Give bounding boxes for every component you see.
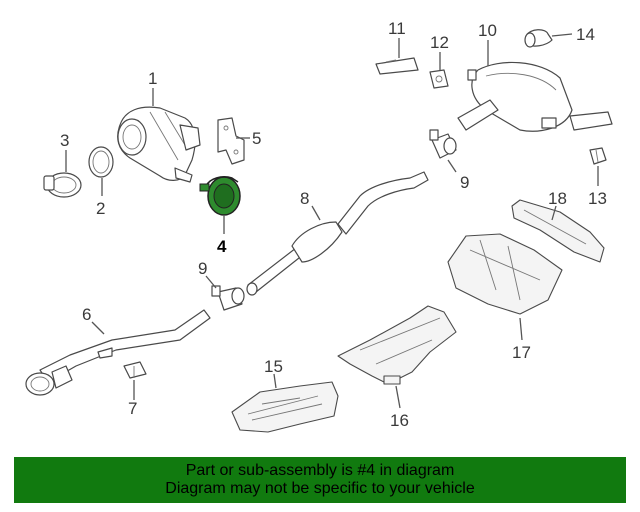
callout-12: 12 xyxy=(430,33,449,52)
callout-16: 16 xyxy=(390,411,409,430)
part-4-highlighted-clamp[interactable] xyxy=(199,176,241,216)
callout-1: 1 xyxy=(148,69,157,88)
callout-numbers: 1 2 3 4 5 6 7 8 9 9 10 11 12 13 14 15 16… xyxy=(60,19,607,430)
part-1-catalytic-converter[interactable] xyxy=(117,106,201,183)
callout-6: 6 xyxy=(82,305,91,324)
callout-10: 10 xyxy=(478,21,497,40)
callout-2: 2 xyxy=(96,199,105,218)
part-9-lower-clamp[interactable] xyxy=(211,285,245,311)
callout-5: 5 xyxy=(252,129,261,148)
callout-18: 18 xyxy=(548,189,567,208)
banner-line-1: Part or sub-assembly is #4 in diagram xyxy=(185,462,455,479)
part-6-front-pipe[interactable] xyxy=(25,309,211,396)
callout-8: 8 xyxy=(300,189,309,208)
part-16-heat-shield[interactable] xyxy=(337,305,457,385)
part-7-hanger[interactable] xyxy=(123,361,147,379)
part-3-clamp[interactable] xyxy=(43,172,82,198)
part-8-middle-pipe[interactable] xyxy=(246,171,429,296)
part-10-rear-muffler[interactable] xyxy=(457,61,613,132)
part-15-heat-shield[interactable] xyxy=(231,381,339,433)
part-14-exhaust-tip[interactable] xyxy=(524,29,553,48)
callout-7: 7 xyxy=(128,399,137,418)
callout-3: 3 xyxy=(60,131,69,150)
callout-15: 15 xyxy=(264,357,283,376)
part-11-bracket[interactable] xyxy=(375,57,419,75)
callout-9-lower: 9 xyxy=(198,259,207,278)
callout-9-upper: 9 xyxy=(460,173,469,192)
callout-17: 17 xyxy=(512,343,531,362)
part-13-clip[interactable] xyxy=(589,147,607,165)
banner-line-2: Diagram may not be specific to your vehi… xyxy=(165,480,475,497)
callout-4: 4 xyxy=(217,237,227,256)
exhaust-parts-diagram: 1 2 3 4 5 6 7 8 9 9 10 11 12 13 14 15 16… xyxy=(25,19,613,433)
callout-13: 13 xyxy=(588,189,607,208)
part-18-heat-shield[interactable] xyxy=(511,199,605,263)
part-12-hanger[interactable] xyxy=(429,69,449,89)
callout-leader-lines xyxy=(65,33,599,409)
part-17-heat-shield[interactable] xyxy=(447,233,563,315)
callout-14: 14 xyxy=(576,25,595,44)
part-info-banner: Part or sub-assembly is #4 in diagram Di… xyxy=(14,457,626,503)
part-9-upper-clamp[interactable] xyxy=(429,129,457,159)
part-5-bracket[interactable] xyxy=(217,117,245,165)
callout-11: 11 xyxy=(388,19,406,38)
part-2-gasket[interactable] xyxy=(88,146,114,178)
